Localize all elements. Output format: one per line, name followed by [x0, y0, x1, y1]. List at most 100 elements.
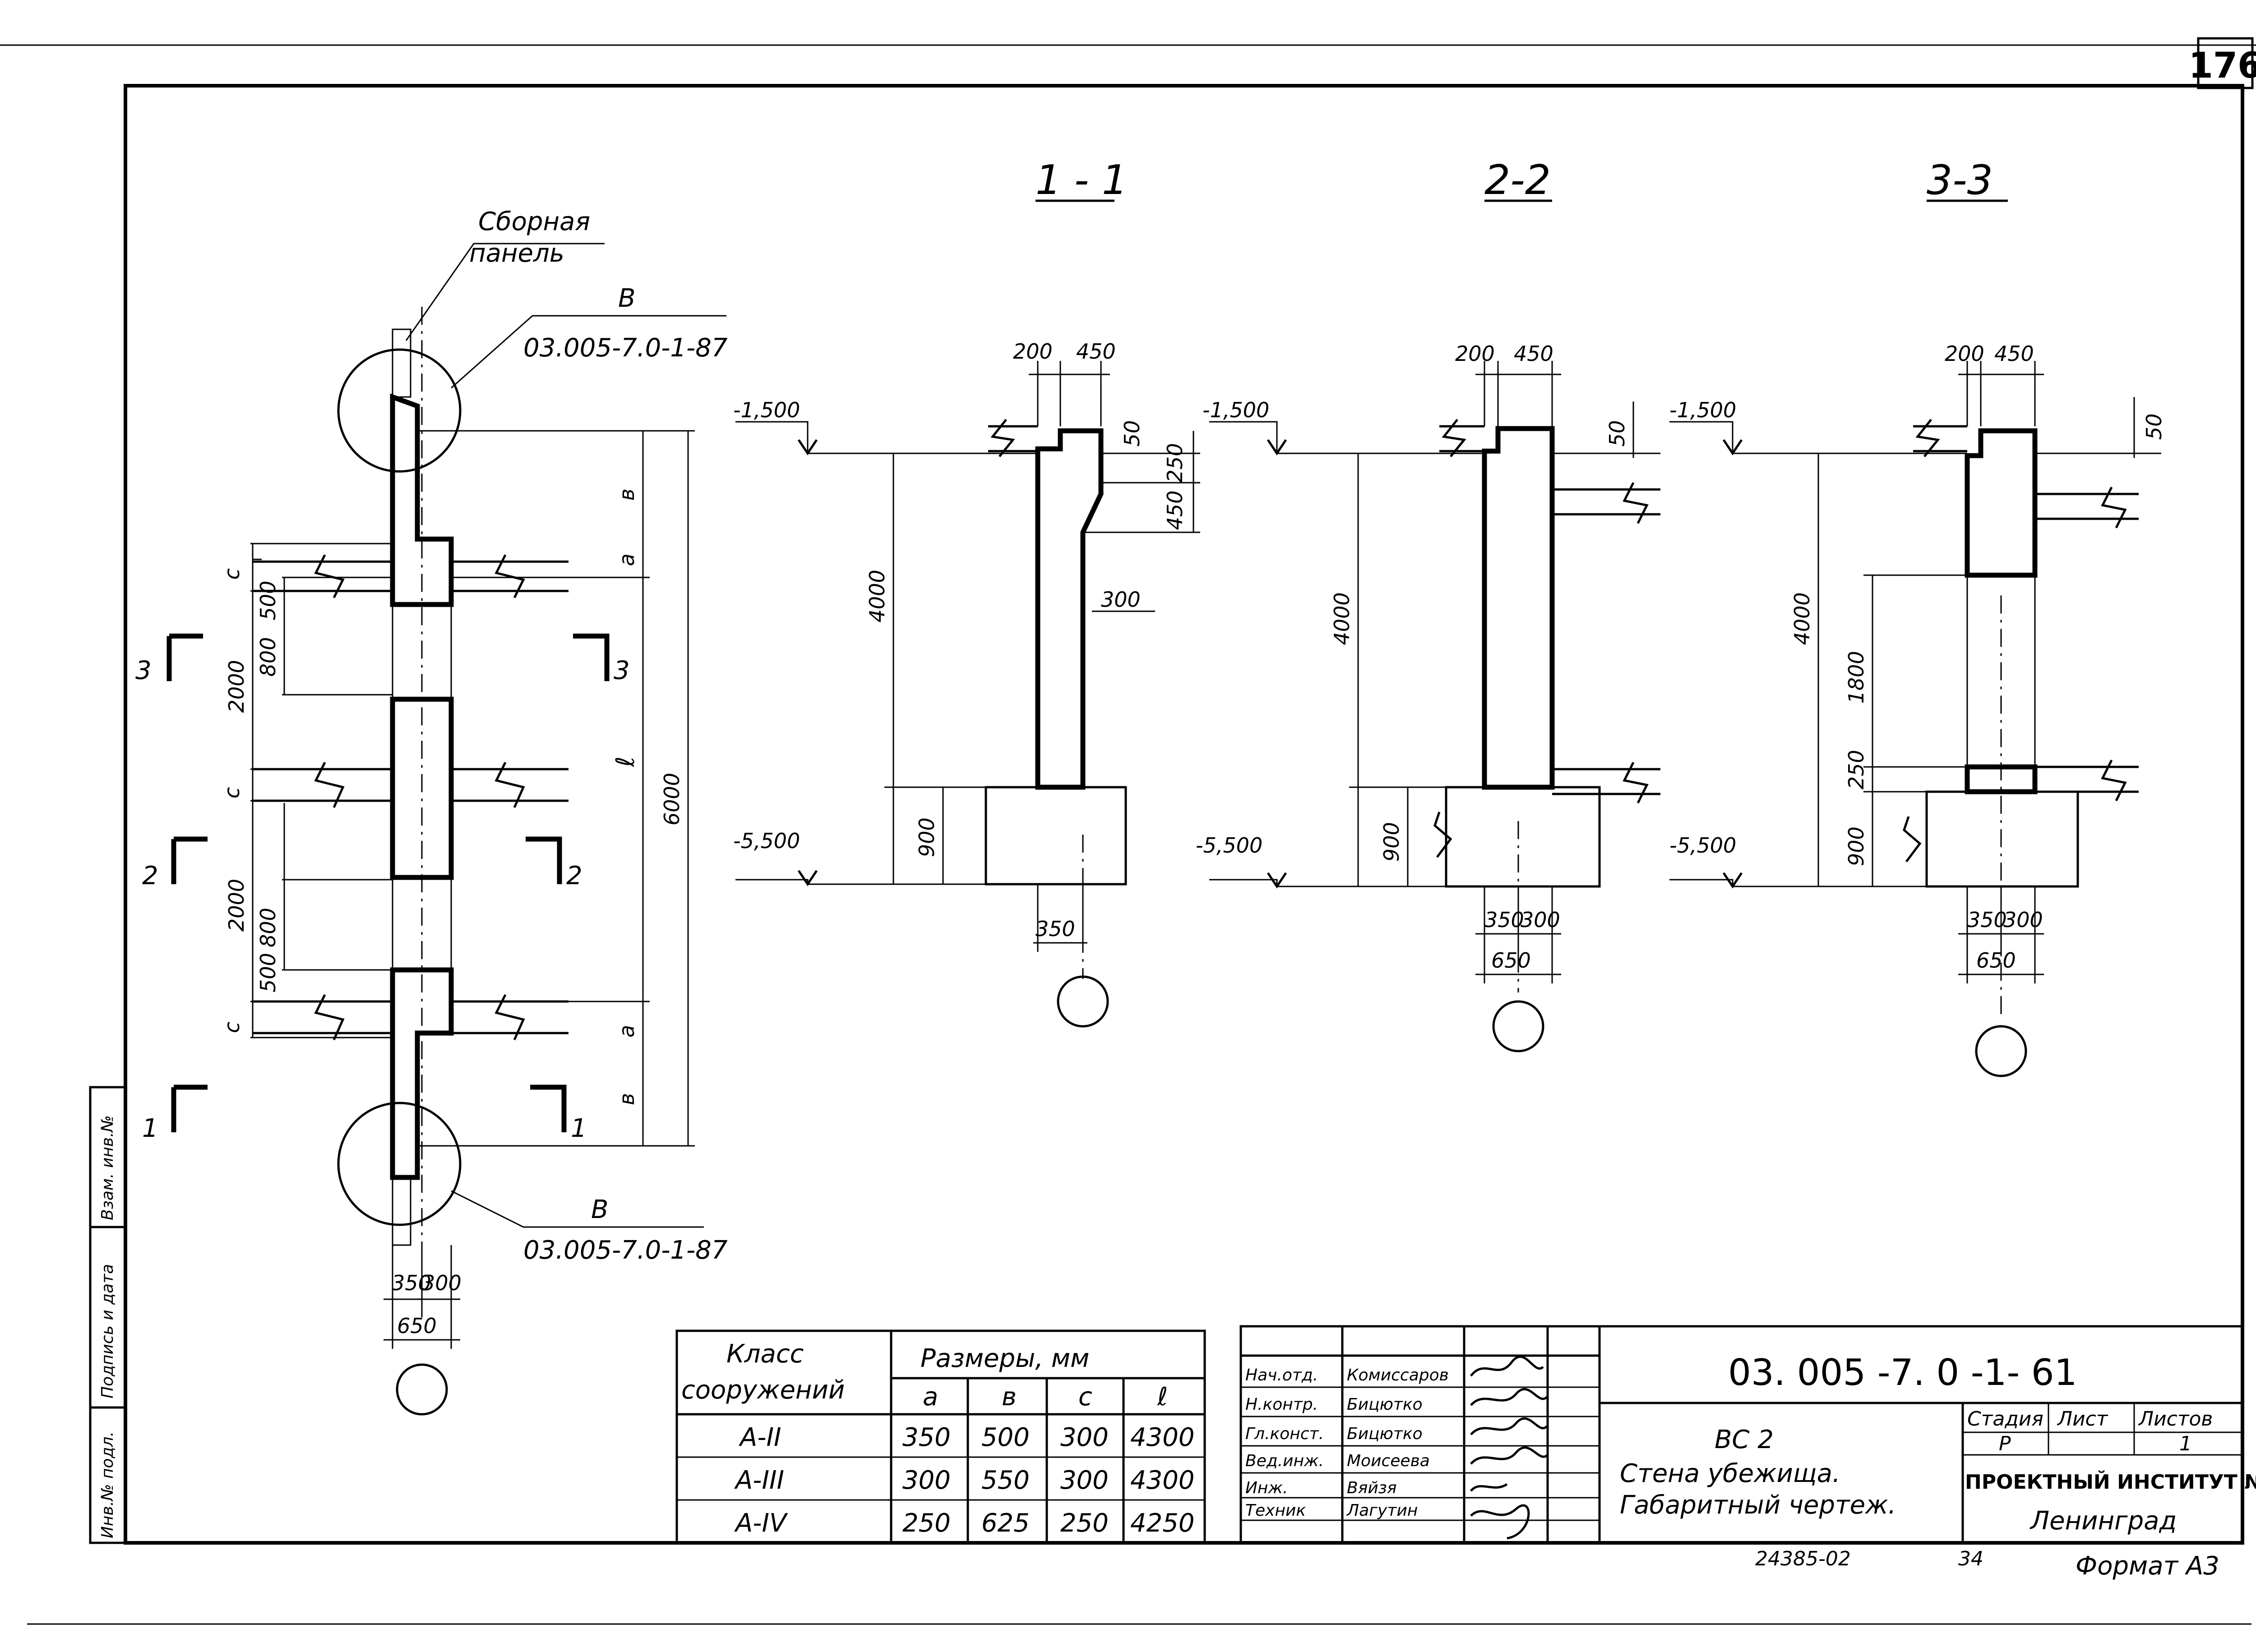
signatures	[1470, 1355, 1549, 1540]
svg-text:300: 300	[1521, 908, 1560, 932]
svg-text:в: в	[1002, 1382, 1017, 1412]
svg-text:Листов: Листов	[2138, 1407, 2213, 1431]
section-3-3: 3-3 -1,500 -5,500 4000 1800 250 900 200 …	[1669, 157, 2166, 1077]
node-mark-top: B	[618, 284, 635, 313]
svg-text:Бицютко: Бицютко	[1347, 1395, 1423, 1414]
svg-text:450: 450	[1163, 490, 1187, 530]
svg-text:4000: 4000	[1330, 592, 1354, 645]
svg-text:300: 300	[1101, 587, 1141, 612]
svg-text:250: 250	[1844, 750, 1868, 789]
svg-text:1800: 1800	[1844, 651, 1868, 704]
svg-text:-1,500: -1,500	[733, 398, 800, 422]
title-line-2: Габаритный чертеж.	[1620, 1490, 1896, 1520]
svg-text:ℓ: ℓ	[1157, 1382, 1168, 1412]
section-2-title: 2-2	[1484, 157, 1551, 204]
svg-text:200: 200	[1945, 341, 1984, 366]
svg-text:c: c	[220, 568, 244, 580]
panel-label-1: Сборная	[478, 207, 590, 236]
svg-text:в: в	[615, 489, 639, 501]
panel-label-2: панель	[469, 239, 564, 268]
svg-text:300: 300	[1060, 1466, 1109, 1495]
svg-text:300: 300	[2003, 908, 2043, 932]
svg-text:Инж.: Инж.	[1245, 1479, 1288, 1497]
svg-text:3: 3	[614, 656, 630, 685]
svg-text:Комиссаров: Комиссаров	[1347, 1366, 1449, 1384]
section-marker-1-left: 1	[142, 1084, 208, 1143]
dimensions-table: Класс сооружений Размеры, мм а в с ℓ А-I…	[675, 1329, 1206, 1544]
svg-text:800: 800	[256, 637, 280, 677]
svg-text:1: 1	[2179, 1432, 2192, 1455]
node-ref-bottom: 03.005-7.0-1-87	[523, 1236, 728, 1265]
svg-text:ℓ: ℓ	[611, 757, 640, 767]
svg-text:250: 250	[902, 1509, 951, 1538]
svg-text:4000: 4000	[865, 570, 889, 623]
svg-text:А-III: А-III	[734, 1466, 784, 1495]
svg-text:625: 625	[981, 1509, 1030, 1538]
svg-text:650: 650	[1491, 948, 1531, 973]
wall-plan: Сборная панель B 03.005-7.0-1-87 B 03.00…	[135, 207, 728, 1416]
svg-text:50: 50	[2142, 413, 2166, 440]
svg-text:А-IV: А-IV	[734, 1509, 788, 1538]
svg-text:-5,500: -5,500	[1669, 833, 1736, 858]
side-stamp-replace: Взам. инв.№	[98, 1115, 117, 1220]
svg-text:350: 350	[902, 1423, 951, 1452]
section-marker-1-right: 1	[530, 1084, 587, 1143]
svg-text:900: 900	[915, 817, 939, 857]
svg-text:300: 300	[1060, 1423, 1109, 1452]
svg-text:a: a	[615, 554, 639, 566]
svg-text:6000: 6000	[660, 773, 684, 826]
svg-text:с: с	[1078, 1382, 1092, 1412]
svg-text:а: а	[923, 1382, 938, 1412]
svg-text:Моисеева: Моисеева	[1347, 1452, 1430, 1470]
section-1-1: 1 - 1 -1,500 -5,500 4000 900 200 450 50 …	[733, 157, 1200, 1028]
side-stamp-sign: Подпись и дата	[98, 1264, 117, 1398]
svg-text:в: в	[615, 1093, 639, 1105]
svg-text:200: 200	[1013, 339, 1053, 364]
section-marker-3-left: 3	[135, 633, 203, 685]
node-circle-bottom	[337, 1102, 462, 1226]
sheet-number: 176	[2189, 46, 2256, 86]
title-line-1: Стена убежища.	[1620, 1459, 1840, 1488]
svg-text:Стадия: Стадия	[1967, 1407, 2043, 1431]
svg-text:Техник: Техник	[1245, 1501, 1306, 1520]
section-marker-2-left: 2	[142, 836, 208, 891]
svg-text:650: 650	[397, 1314, 437, 1338]
node-ref-top: 03.005-7.0-1-87	[523, 333, 728, 363]
copy-number: 34	[1958, 1547, 1983, 1570]
svg-text:450: 450	[1994, 341, 2034, 366]
svg-text:550: 550	[981, 1466, 1030, 1495]
drawing-frame	[124, 84, 2244, 1545]
svg-text:300: 300	[902, 1466, 951, 1495]
svg-text:450: 450	[1076, 339, 1116, 364]
svg-text:500: 500	[981, 1423, 1030, 1452]
svg-text:-1,500: -1,500	[1202, 398, 1269, 422]
svg-text:350: 350	[1484, 908, 1524, 932]
svg-text:1: 1	[571, 1114, 587, 1143]
section-1-title: 1 - 1	[1036, 157, 1128, 204]
section-3-title: 3-3	[1927, 157, 1993, 204]
org-city: Ленинград	[2029, 1506, 2177, 1536]
sheet-number-box	[2197, 37, 2254, 89]
svg-text:800: 800	[256, 908, 280, 947]
svg-text:2: 2	[142, 861, 158, 891]
table-header-sizes: Размеры, мм	[920, 1344, 1089, 1373]
svg-text:-1,500: -1,500	[1669, 398, 1736, 422]
svg-text:50: 50	[1605, 420, 1629, 447]
svg-text:Лагутин: Лагутин	[1346, 1501, 1418, 1520]
svg-text:Бицютко: Бицютко	[1347, 1425, 1423, 1443]
svg-text:500: 500	[256, 953, 280, 992]
svg-text:a: a	[615, 1025, 639, 1038]
svg-text:650: 650	[1976, 948, 2016, 973]
svg-text:2000: 2000	[224, 879, 249, 932]
svg-text:250: 250	[1060, 1509, 1109, 1538]
section-marker-2-right: 2	[526, 836, 582, 891]
svg-text:-5,500: -5,500	[1196, 833, 1262, 858]
svg-text:2: 2	[566, 861, 582, 891]
svg-text:4250: 4250	[1130, 1509, 1195, 1538]
svg-text:4300: 4300	[1130, 1466, 1195, 1495]
svg-text:350: 350	[1967, 908, 2007, 932]
section-2-2: 2-2 -1,500 -5,500 4000 900 200 450 50 35…	[1196, 157, 1660, 1052]
svg-text:c: c	[220, 787, 244, 798]
title-block: 03. 005 -7. 0 -1- 61 ВС 2 Стена убежища.…	[1239, 1325, 2256, 1544]
